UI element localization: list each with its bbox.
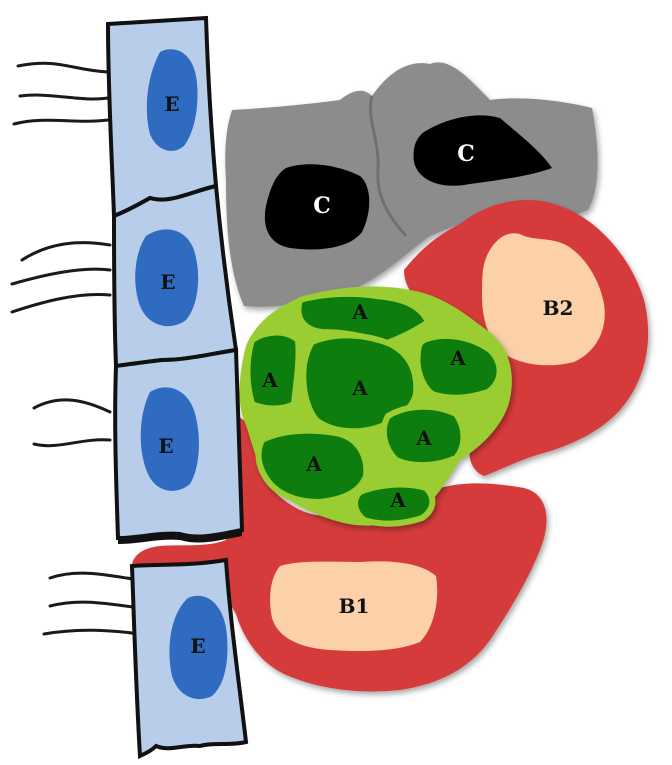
c-cell-label: C bbox=[457, 141, 475, 167]
epithelial-label: E bbox=[164, 92, 179, 116]
a-cell-label: A bbox=[389, 488, 406, 512]
epithelial-label: E bbox=[160, 270, 175, 294]
a-cell-label: A bbox=[449, 346, 466, 370]
cilium bbox=[50, 573, 140, 580]
a-cell-label: A bbox=[305, 452, 322, 476]
cilium bbox=[18, 63, 108, 72]
a-cell-label: A bbox=[351, 300, 368, 324]
epithelial-column bbox=[108, 18, 246, 756]
cilium bbox=[34, 400, 110, 412]
cilium bbox=[34, 440, 110, 446]
b1-cell-label: B1 bbox=[339, 594, 370, 618]
cilium bbox=[14, 120, 108, 124]
epithelial-label: E bbox=[158, 434, 173, 458]
cilium bbox=[20, 95, 108, 99]
cilium bbox=[22, 243, 110, 260]
a-cell-label: A bbox=[261, 368, 278, 392]
a-cell-label: A bbox=[351, 376, 368, 400]
cilium bbox=[12, 269, 110, 284]
cilium bbox=[44, 630, 140, 634]
epithelial-label: E bbox=[190, 634, 205, 658]
cilium bbox=[12, 294, 110, 312]
a-cell-label: A bbox=[415, 426, 432, 450]
b2-cell-label: B2 bbox=[543, 296, 574, 320]
cilium bbox=[50, 602, 140, 608]
c-cell-label: C bbox=[313, 193, 331, 219]
